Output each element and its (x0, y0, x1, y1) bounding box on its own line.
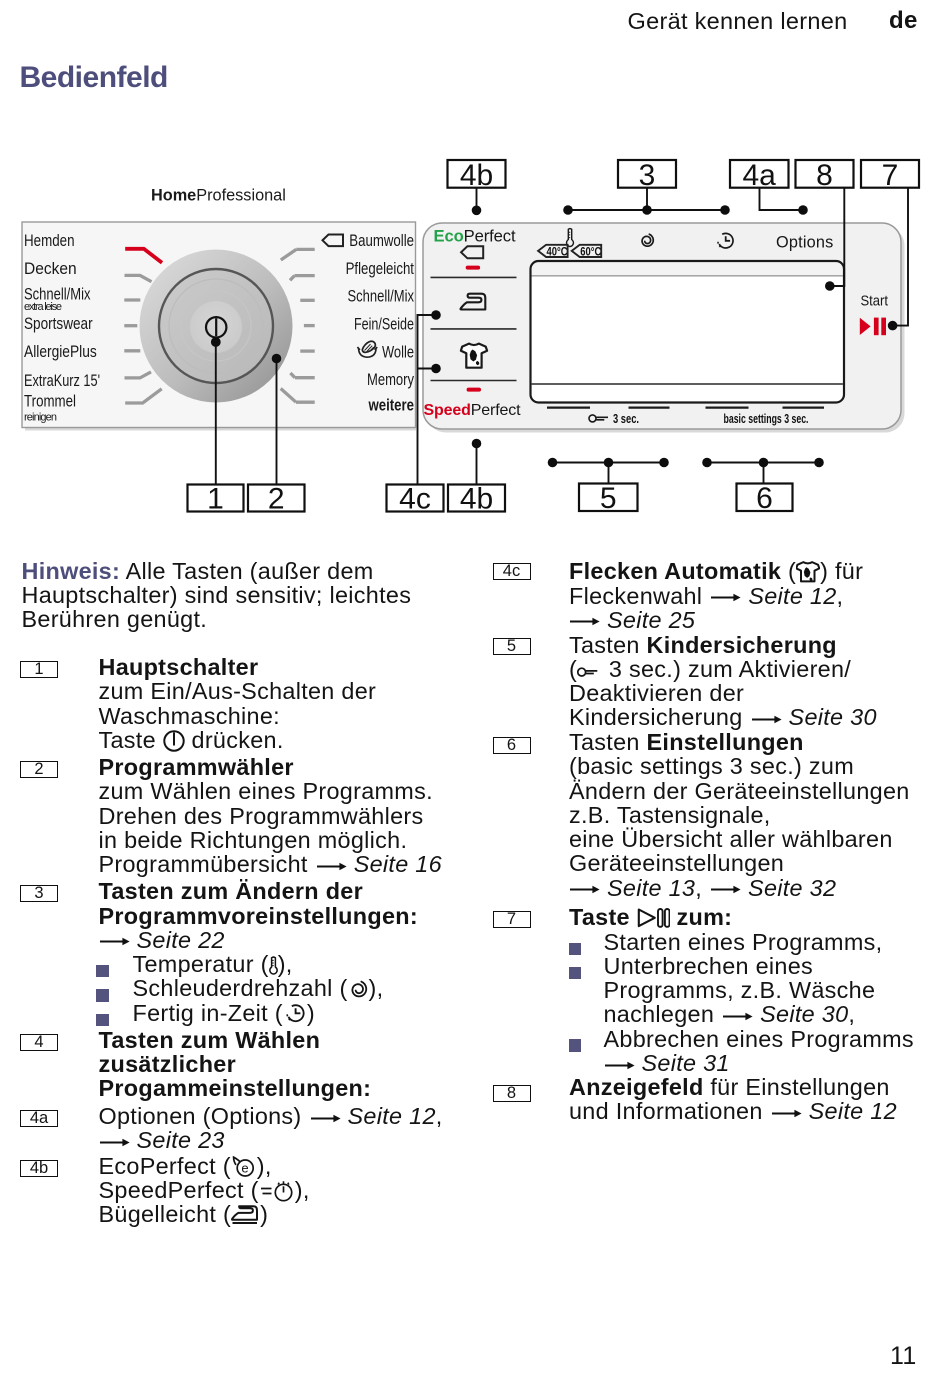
svg-text:Sportswear: Sportswear (24, 315, 93, 333)
svg-text:e: e (241, 1160, 249, 1175)
svg-text:2: 2 (268, 483, 285, 516)
svg-text:HomeProfessional: HomeProfessional (151, 187, 286, 205)
svg-text:ExtraKurz 15': ExtraKurz 15' (24, 372, 100, 390)
svg-text:3 sec.: 3 sec. (613, 412, 639, 426)
svg-text:Pflegeleicht: Pflegeleicht (346, 260, 415, 278)
svg-text:1: 1 (207, 483, 224, 516)
svg-text:AllergiePlus: AllergiePlus (24, 343, 97, 361)
svg-text:Schnell/Mix: Schnell/Mix (24, 285, 91, 303)
svg-text:4c: 4c (399, 483, 431, 516)
svg-text:Options: Options (776, 234, 834, 252)
svg-text:Wolle: Wolle (382, 343, 414, 361)
svg-text:Trommel: Trommel (24, 393, 76, 411)
svg-text:40°C: 40°C (547, 245, 568, 259)
svg-text:EcoPerfect: EcoPerfect (434, 226, 516, 245)
svg-text:weitere: weitere (368, 397, 414, 415)
svg-text:4b: 4b (460, 483, 493, 516)
svg-text:7: 7 (882, 159, 899, 192)
svg-text:Fein/Seide: Fein/Seide (354, 316, 414, 334)
svg-text:Hemden: Hemden (24, 232, 75, 250)
svg-text:basic settings 3 sec.: basic settings 3 sec. (724, 412, 809, 426)
svg-text:Schnell/Mix: Schnell/Mix (348, 288, 415, 306)
svg-text:SpeedPerfect: SpeedPerfect (424, 402, 522, 419)
svg-text:5: 5 (600, 482, 617, 515)
svg-text:8: 8 (816, 159, 833, 192)
svg-text:Baumwolle: Baumwolle (349, 232, 414, 250)
svg-text:3: 3 (639, 159, 656, 192)
svg-text:Start: Start (861, 294, 889, 310)
svg-text:Decken: Decken (24, 260, 77, 278)
svg-text:60°C: 60°C (580, 245, 601, 259)
svg-text:6: 6 (756, 482, 773, 515)
svg-text:extra leise: extra leise (24, 301, 62, 313)
svg-text:4b: 4b (460, 159, 493, 192)
svg-text:reinigen: reinigen (24, 411, 57, 423)
svg-text:4a: 4a (743, 159, 777, 192)
svg-text:Memory: Memory (367, 371, 415, 389)
